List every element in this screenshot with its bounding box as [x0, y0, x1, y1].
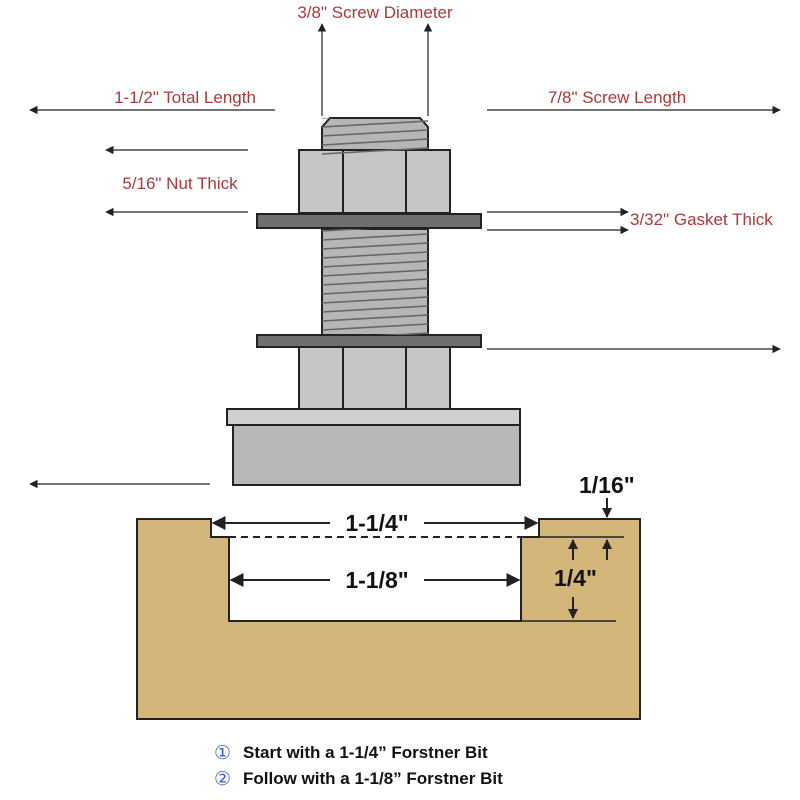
- upper-nut: [298, 149, 451, 214]
- thread-line: [322, 242, 428, 250]
- wood-block: [136, 518, 641, 720]
- step1-marker: ①: [214, 742, 231, 764]
- screw-diameter-label: 3/8" Screw Diameter: [297, 3, 453, 22]
- nut-thick-label: 5/16" Nut Thick: [122, 174, 238, 193]
- thread-line: [322, 278, 428, 286]
- base-plate: [226, 408, 521, 426]
- lower-nut: [298, 346, 451, 410]
- screw-shaft-lower: [321, 228, 429, 336]
- step1-text: Start with a 1-1/4” Forstner Bit: [243, 743, 488, 762]
- thread-line: [322, 233, 428, 241]
- thread-line: [378, 332, 428, 335]
- thread-line: [322, 120, 428, 128]
- thread-line: [322, 129, 428, 137]
- inner-width-label: 1-1/8": [345, 567, 408, 593]
- base-pad: [232, 424, 521, 486]
- step2-text: Follow with a 1-1/8” Forstner Bit: [243, 769, 503, 788]
- thread-line: [322, 138, 428, 146]
- thread-line: [322, 260, 428, 268]
- thread-line: [322, 251, 428, 259]
- total-length-label: 1-1/2" Total Length: [114, 88, 256, 107]
- thread-line: [322, 229, 372, 232]
- step-depth-label: 1/16": [579, 472, 635, 498]
- total-depth-label: 1/4": [554, 565, 597, 591]
- thread-line: [322, 314, 428, 322]
- outer-width-label: 1-1/4": [345, 510, 408, 536]
- thread-line: [322, 296, 428, 304]
- lower-gasket: [256, 334, 482, 348]
- thread-line: [322, 269, 428, 277]
- upper-gasket: [256, 213, 482, 229]
- gasket-thick-label: 3/32" Gasket Thick: [630, 210, 773, 229]
- step2-marker: ②: [214, 768, 231, 790]
- thread-line: [322, 323, 428, 331]
- thread-line: [322, 305, 428, 313]
- screw-tip: [321, 117, 429, 155]
- thread-line: [322, 287, 428, 295]
- thread-line: [322, 147, 428, 155]
- screw-length-label: 7/8" Screw Length: [548, 88, 686, 107]
